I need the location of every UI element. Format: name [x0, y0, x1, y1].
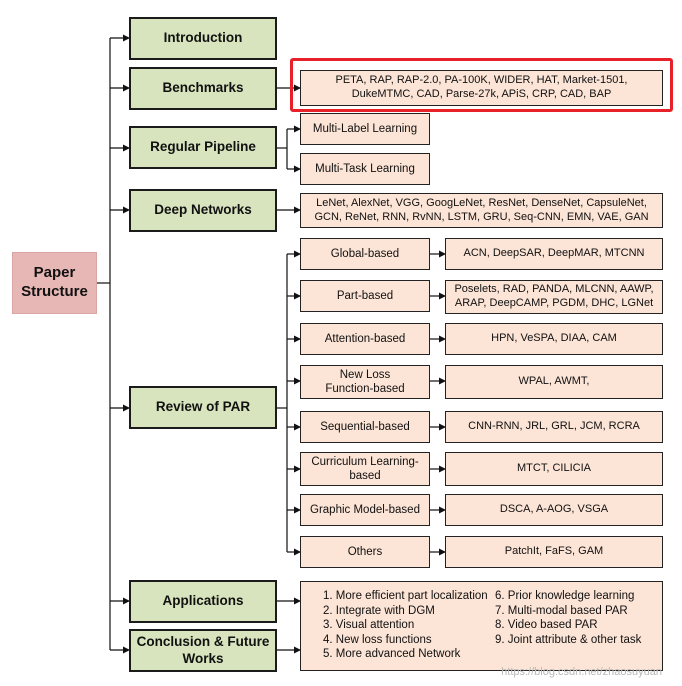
category-sequential-based: Sequential-based: [300, 411, 430, 443]
section-benchmarks: Benchmarks: [129, 67, 277, 110]
methods-text: CNN-RNN, JRL, GRL, JCM, RCRA: [468, 420, 640, 433]
category-global-based: Global-based: [300, 238, 430, 270]
section-benchmarks-label: Benchmarks: [162, 80, 244, 96]
methods-text: MTCT, CILICIA: [517, 462, 591, 475]
category-label: Part-based: [336, 289, 394, 302]
future-item: 2. Integrate with DGM: [323, 604, 435, 617]
future-item: 8. Video based PAR: [495, 619, 598, 631]
future-item: 7. Multi-modal based PAR: [495, 604, 628, 617]
future-works-list-box: 1. More efficient part localization 2. I…: [300, 581, 663, 671]
section-applications: Applications: [129, 580, 277, 623]
methods-graphic-model-based: DSCA, A-AOG, VSGA: [445, 494, 663, 526]
multi-task-learning-box: Multi-Task Learning: [300, 153, 430, 185]
future-item: 5. More advanced Network: [323, 648, 461, 660]
section-review-of-par: Review of PAR: [129, 386, 277, 429]
methods-text: HPN, VeSPA, DIAA, CAM: [491, 332, 617, 345]
category-attention-based: Attention-based: [300, 323, 430, 355]
methods-text: WPAL, AWMT,: [518, 375, 590, 388]
section-conclusion-label: Conclusion & Future Works: [136, 633, 270, 666]
deep-networks-list-text: LeNet, AlexNet, VGG, GoogLeNet, ResNet, …: [314, 196, 649, 223]
benchmarks-datasets-box: PETA, RAP, RAP-2.0, PA-100K, WIDER, HAT,…: [300, 70, 663, 106]
multi-task-learning-label: Multi-Task Learning: [315, 162, 415, 175]
multi-label-learning-box: Multi-Label Learning: [300, 113, 430, 145]
category-graphic-model-based: Graphic Model-based: [300, 494, 430, 526]
benchmarks-datasets-text: PETA, RAP, RAP-2.0, PA-100K, WIDER, HAT,…: [335, 74, 628, 100]
future-item: 9. Joint attribute & other task: [495, 633, 642, 646]
methods-part-based: Poselets, RAD, PANDA, MLCNN, AAWP, ARAP,…: [445, 280, 663, 314]
category-others: Others: [300, 536, 430, 568]
root-label: Paper Structure: [21, 264, 88, 300]
methods-attention-based: HPN, VeSPA, DIAA, CAM: [445, 323, 663, 355]
methods-text: ACN, DeepSAR, DeepMAR, MTCNN: [463, 247, 645, 260]
section-applications-label: Applications: [162, 593, 244, 609]
category-label: Others: [347, 545, 383, 558]
future-works-right-column: 6. Prior knowledge learning 7. Multi-mod…: [495, 589, 641, 670]
category-label: Attention-based: [324, 332, 406, 345]
methods-curriculum-learning-based: MTCT, CILICIA: [445, 452, 663, 486]
future-works-left-column: 1. More efficient part localization 2. I…: [323, 589, 495, 670]
section-regular-pipeline-label: Regular Pipeline: [150, 139, 256, 155]
category-label: New Loss Function-based: [325, 368, 405, 395]
paper-structure-root: Paper Structure: [12, 252, 97, 314]
category-label: Global-based: [330, 247, 400, 260]
future-item: 4. New loss functions: [323, 633, 432, 646]
category-label: Curriculum Learning-based: [311, 455, 419, 482]
methods-global-based: ACN, DeepSAR, DeepMAR, MTCNN: [445, 238, 663, 270]
future-item: 1. More efficient part localization: [323, 590, 488, 602]
category-part-based: Part-based: [300, 280, 430, 312]
deep-networks-list-box: LeNet, AlexNet, VGG, GoogLeNet, ResNet, …: [300, 193, 663, 228]
section-regular-pipeline: Regular Pipeline: [129, 126, 277, 169]
multi-label-learning-label: Multi-Label Learning: [312, 122, 418, 135]
future-item: 3. Visual attention: [323, 619, 415, 631]
methods-text: Poselets, RAD, PANDA, MLCNN, AAWP, ARAP,…: [454, 283, 654, 309]
methods-sequential-based: CNN-RNN, JRL, GRL, JCM, RCRA: [445, 411, 663, 443]
benchmarks-highlight-frame: [290, 58, 673, 112]
category-label: Graphic Model-based: [310, 503, 420, 516]
section-deep-networks: Deep Networks: [129, 189, 277, 232]
section-review-of-par-label: Review of PAR: [155, 399, 251, 415]
watermark: https://blog.csdn.net/zhaosuyuan: [501, 666, 662, 678]
methods-text: PatchIt, FaFS, GAM: [504, 545, 604, 558]
future-item: 6. Prior knowledge learning: [495, 590, 635, 602]
methods-others: PatchIt, FaFS, GAM: [445, 536, 663, 568]
category-label: Sequential-based: [320, 420, 410, 433]
section-deep-networks-label: Deep Networks: [154, 202, 252, 218]
section-introduction: Introduction: [129, 17, 277, 60]
methods-new-loss-function-based: WPAL, AWMT,: [445, 365, 663, 399]
methods-text: DSCA, A-AOG, VSGA: [499, 503, 609, 516]
section-conclusion: Conclusion & Future Works: [129, 629, 277, 672]
category-curriculum-learning-based: Curriculum Learning-based: [300, 452, 430, 486]
category-new-loss-function-based: New Loss Function-based: [300, 365, 430, 399]
section-introduction-label: Introduction: [163, 30, 243, 46]
